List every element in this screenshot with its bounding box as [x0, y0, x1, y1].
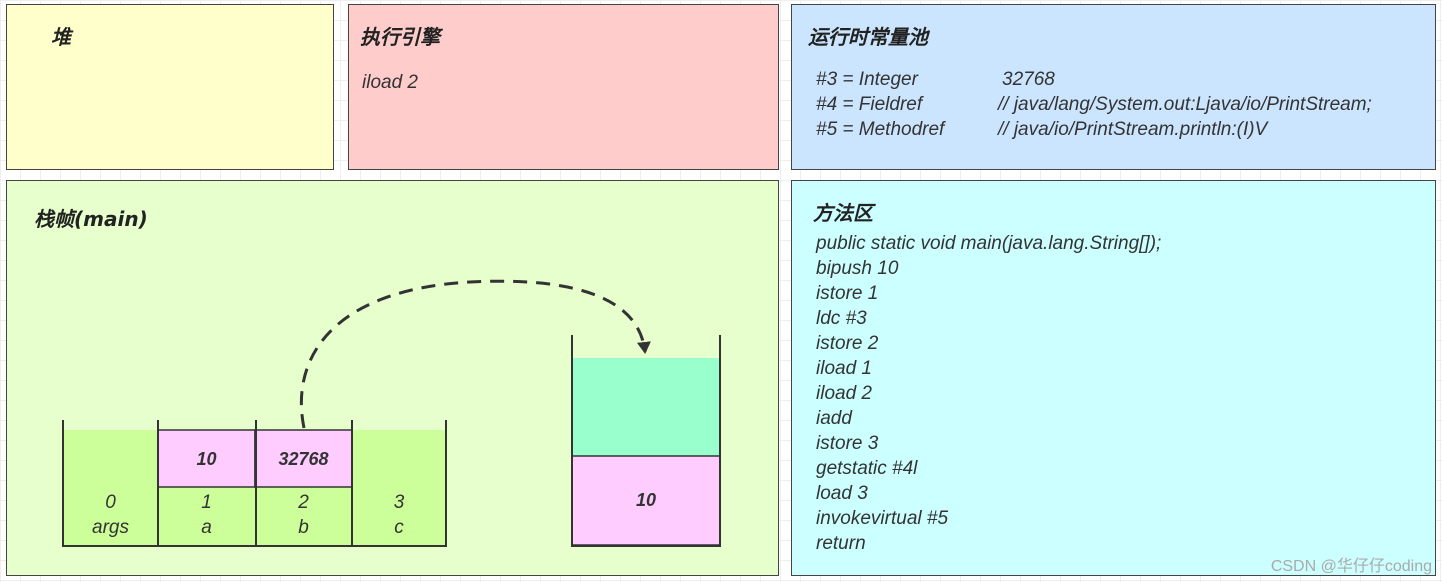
bytecode-line: istore 3	[816, 433, 879, 454]
engine-title: 执行引擎	[360, 25, 440, 49]
operand-stack-container	[571, 335, 721, 547]
bytecode-line: iadd	[816, 408, 852, 429]
local-index: 0	[105, 492, 116, 513]
bytecode-line: iload 1	[816, 358, 872, 379]
bytecode-line: load 3	[816, 483, 868, 504]
pool-ref: #5 = Methodref	[816, 119, 945, 140]
bytecode-line: istore 1	[816, 283, 879, 304]
local-name: c	[394, 517, 404, 538]
local-name: a	[201, 517, 212, 538]
heap-panel: 堆	[6, 4, 334, 170]
locals-table-container	[62, 420, 447, 547]
watermark: CSDN @华仔仔coding	[1270, 558, 1432, 575]
bytecode-line: bipush 10	[816, 258, 899, 279]
local-index: 2	[298, 492, 309, 513]
local-name: args	[92, 517, 129, 538]
frame-title: 栈帧(main)	[34, 207, 148, 231]
local-value-cell-a	[157, 429, 256, 488]
operand-stack-value: 10	[635, 490, 657, 510]
engine-instruction: iload 2	[362, 72, 418, 93]
heap-title: 堆	[51, 25, 71, 49]
bytecode-line: istore 2	[816, 333, 879, 354]
constant-pool-panel: 运行时常量池 #3 = Integer 32768 #4 = Fieldref …	[791, 4, 1436, 170]
bytecode-line: getstatic #4l	[816, 458, 918, 479]
local-value-b: 32768	[278, 449, 329, 469]
operand-stack-empty	[572, 358, 720, 456]
method-title: 方法区	[813, 201, 873, 225]
local-index: 3	[393, 492, 405, 513]
execution-engine-panel: 执行引擎 iload 2	[348, 4, 779, 170]
local-value-a: 10	[196, 449, 217, 469]
bytecode-line: public static void main(java.lang.String…	[816, 233, 1162, 254]
local-index: 1	[201, 492, 212, 513]
pool-value: 32768	[1002, 69, 1055, 90]
pool-title: 运行时常量池	[808, 25, 928, 49]
local-value-cell-b	[254, 429, 353, 488]
bytecode-line: iload 2	[816, 383, 872, 404]
bytecode-line: return	[816, 533, 866, 554]
pool-ref: #3 = Integer	[816, 69, 918, 90]
pool-ref: #4 = Fieldref	[816, 94, 923, 115]
pool-value: // java/io/PrintStream.println:(I)V	[998, 119, 1268, 140]
bytecode-line: invokevirtual #5	[816, 508, 949, 529]
load-arrow	[299, 279, 651, 429]
bytecode-line: ldc #3	[816, 308, 867, 329]
method-area-panel: 方法区 public static void main(java.lang.St…	[791, 180, 1436, 576]
pool-value: // java/lang/System.out:Ljava/io/PrintSt…	[998, 94, 1372, 115]
operand-stack-slot	[571, 455, 721, 546]
local-name: b	[298, 517, 309, 538]
